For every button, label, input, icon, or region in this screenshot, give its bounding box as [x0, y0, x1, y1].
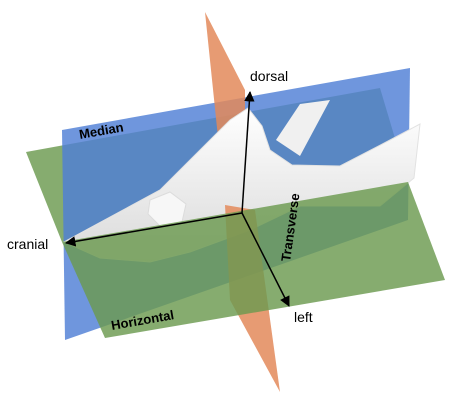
dorsal-label: dorsal [250, 68, 288, 84]
dorsal-axis [241, 90, 255, 214]
axes [64, 90, 290, 307]
horizontal-plane-front [62, 182, 445, 338]
left-label: left [294, 309, 313, 325]
cranial-axis [64, 212, 243, 247]
shark-model [62, 100, 421, 263]
cranial-label: cranial [7, 236, 48, 252]
left-axis [241, 212, 290, 307]
